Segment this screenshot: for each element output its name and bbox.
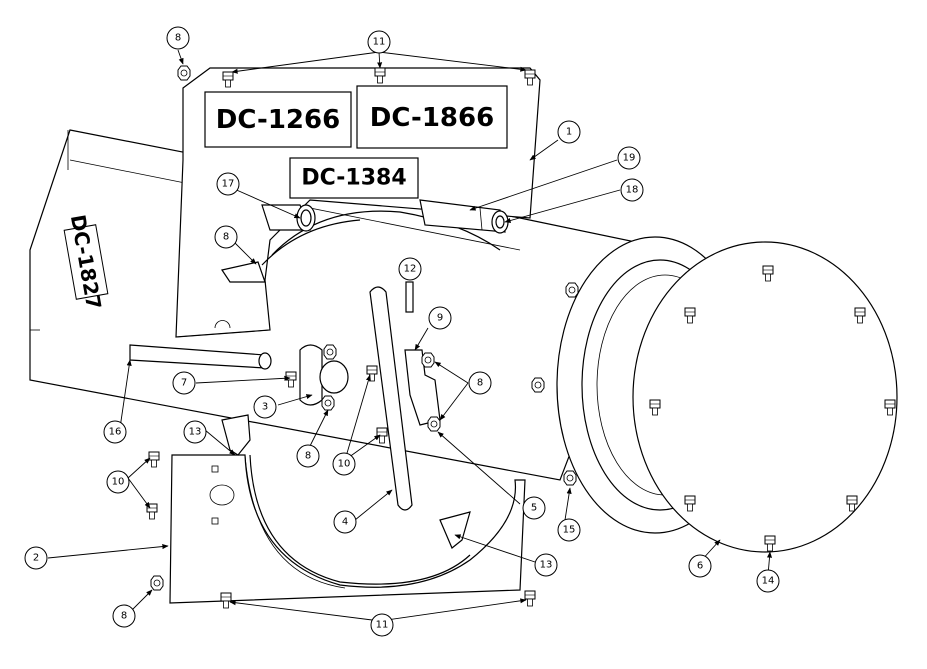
callout-9: 9	[428, 306, 452, 330]
latch-tab-lower	[439, 511, 471, 549]
cover-disc	[632, 241, 898, 553]
svg-text:12: 12	[404, 264, 417, 275]
svg-text:13: 13	[540, 560, 553, 571]
upper-clamp-inner	[261, 219, 361, 266]
svg-text:9: 9	[437, 313, 443, 324]
callout-12: 12	[398, 257, 422, 281]
top-mounting-plate	[175, 67, 541, 338]
svg-text:10: 10	[338, 459, 351, 470]
plate-a-label: DC-1266	[216, 105, 340, 135]
svg-text:17: 17	[222, 179, 235, 190]
latch-lever	[369, 286, 413, 511]
pin-17	[261, 204, 316, 232]
svg-text:5: 5	[531, 503, 537, 514]
svg-text:8: 8	[305, 451, 311, 462]
callout-8-right: 8	[468, 371, 492, 395]
callout-2: 2	[24, 546, 48, 570]
hinge-plate	[299, 344, 349, 406]
upper-clamp-band	[271, 210, 501, 256]
svg-text:19: 19	[623, 153, 636, 164]
svg-text:8: 8	[175, 33, 181, 44]
callout-11-bottom: 11	[370, 613, 394, 637]
callout-3: 3	[253, 395, 277, 419]
svg-text:11: 11	[376, 620, 389, 631]
callout-8-mid: 8	[214, 225, 238, 249]
hinge-bracket	[404, 349, 441, 426]
lower-mounting-plate	[169, 454, 526, 604]
svg-text:15: 15	[563, 525, 576, 536]
callout-8-top: 8	[166, 26, 190, 50]
svg-text:10: 10	[112, 477, 125, 488]
callout-7: 7	[172, 371, 196, 395]
svg-text:16: 16	[109, 427, 122, 438]
svg-text:3: 3	[262, 402, 268, 413]
plate-d: DC-1827	[63, 213, 109, 311]
callout-1: 1	[557, 120, 581, 144]
svg-text:11: 11	[373, 37, 386, 48]
callout-11-top: 11	[367, 30, 391, 54]
plate-c-label: DC-1384	[301, 166, 406, 191]
callout-17: 17	[216, 172, 240, 196]
svg-text:13: 13	[189, 427, 202, 438]
callout-18: 18	[620, 178, 644, 202]
callout-16: 16	[103, 420, 127, 444]
rod-16	[129, 344, 272, 370]
leader-lines	[47, 49, 773, 622]
svg-text:14: 14	[762, 576, 775, 587]
callout-13-right: 13	[534, 553, 558, 577]
svg-text:6: 6	[697, 561, 703, 572]
callout-5: 5	[522, 496, 546, 520]
callout-13-left: 13	[183, 420, 207, 444]
svg-text:8: 8	[223, 232, 229, 243]
callout-10-left: 10	[106, 470, 130, 494]
svg-text:7: 7	[181, 378, 187, 389]
latch-tab-upper	[221, 414, 251, 456]
svg-text:18: 18	[626, 185, 639, 196]
callout-14: 14	[756, 569, 780, 593]
callout-8-low: 8	[296, 444, 320, 468]
pin-18-19	[419, 199, 509, 234]
svg-text:8: 8	[121, 611, 127, 622]
lower-clamp-band	[249, 454, 471, 585]
svg-text:2: 2	[33, 553, 39, 564]
pin-12	[405, 281, 414, 313]
callout-6: 6	[688, 554, 712, 578]
callout-10-mid: 10	[332, 452, 356, 476]
callout-4: 4	[333, 510, 357, 534]
callout-15: 15	[557, 518, 581, 542]
callout-19: 19	[617, 146, 641, 170]
svg-text:1: 1	[566, 127, 572, 138]
svg-text:8: 8	[477, 378, 483, 389]
callout-8-bottom: 8	[112, 604, 136, 628]
plate-b-label: DC-1866	[370, 103, 494, 133]
svg-text:4: 4	[342, 517, 348, 528]
latch-tab-top	[221, 261, 266, 283]
